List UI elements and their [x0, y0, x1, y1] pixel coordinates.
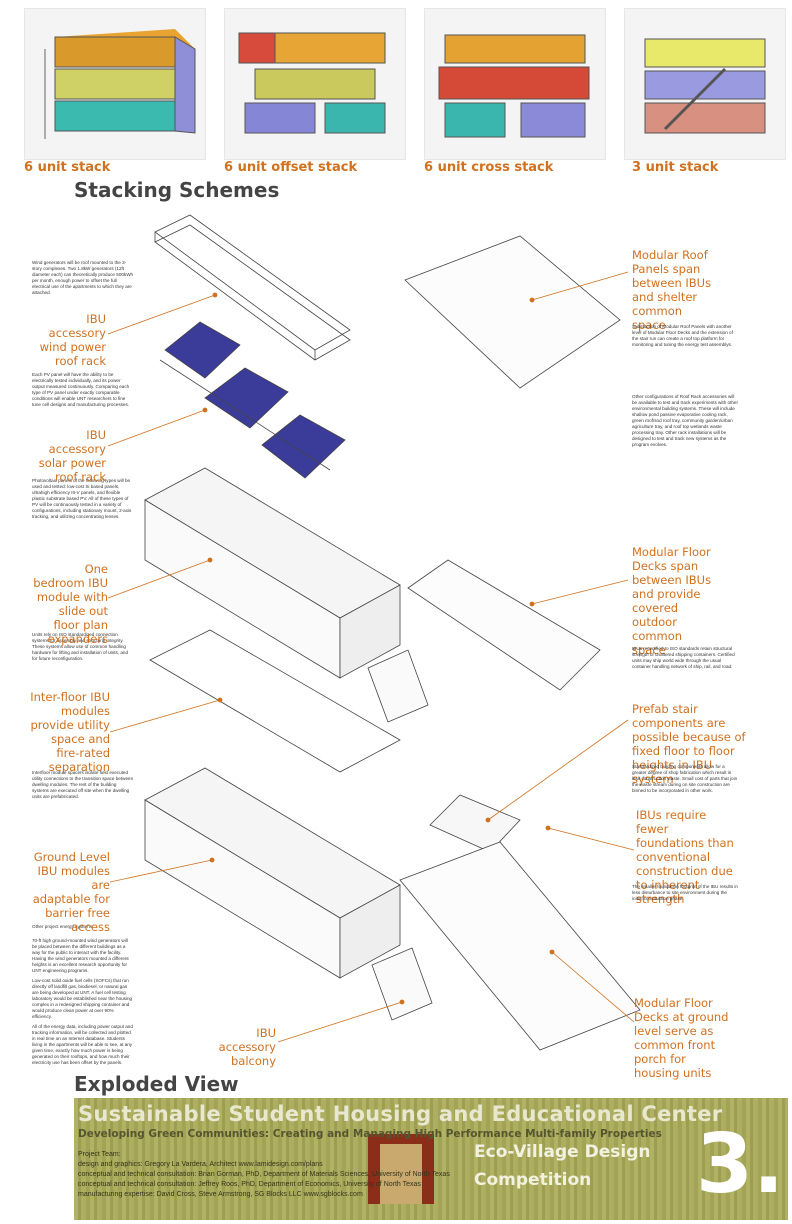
note-iso: Units rely on ISO standardized connectio… — [32, 632, 129, 661]
competition-line-1: Eco-Village Design — [474, 1142, 651, 1162]
stack-label-6-unit-offset: 6 unit offset stack — [224, 160, 358, 175]
callout-one-bedroom: One bedroom IBU module with slide out fl… — [33, 562, 108, 646]
note-energy-2: Low-cost solid oxide fuel cells (SOFCs) … — [32, 978, 133, 1019]
stack-image-6-unit-offset — [224, 8, 406, 160]
note-roof: Substitution of Modular Roof Panels with… — [632, 324, 733, 347]
callout-floor-decks: Modular Floor Decks span between IBUs an… — [632, 545, 712, 657]
callout-ground-level: Ground Level IBU modules are adaptable f… — [32, 850, 110, 934]
note-pv-types: Photovoltaic panels of the following typ… — [32, 478, 132, 519]
note-stairs: Standardized building components allow f… — [632, 764, 738, 793]
door-graphic — [368, 1134, 434, 1204]
sheet-number: 3. — [696, 1117, 785, 1212]
footer-credit: manufacturing expertise: David Cross, St… — [78, 1191, 363, 1198]
note-wind: Wind generators will be roof mounted to … — [32, 260, 134, 295]
callout-interfloor: Inter-floor IBU modules provide utility … — [30, 690, 110, 774]
footer-subtitle: Developing Green Communities: Creating a… — [78, 1128, 662, 1140]
footer-team-label: Project Team: — [78, 1151, 121, 1158]
callout-balcony: IBU accessory balcony — [218, 1026, 276, 1068]
note-pv: Each PV panel will have the ability to b… — [32, 372, 130, 407]
stack-image-3-unit — [624, 8, 786, 160]
stack-label-6-unit-cross: 6 unit cross stack — [424, 160, 554, 175]
footer-credit: conceptual and technical consultation: B… — [78, 1171, 450, 1178]
callout-foundations: IBUs require fewer foundations than conv… — [636, 808, 734, 906]
note-interfloor: Interfloor module spacers isolate field … — [32, 770, 134, 799]
stack-label-3-unit: 3 unit stack — [632, 160, 719, 175]
footer-title: Sustainable Student Housing and Educatio… — [78, 1102, 723, 1126]
competition-line-2: Competition — [474, 1170, 592, 1190]
footer-banner: Sustainable Student Housing and Educatio… — [74, 1098, 788, 1220]
stacking-title: Stacking Schemes — [74, 178, 280, 202]
callout-prefab-stair: Prefab stair components are possible bec… — [632, 702, 746, 786]
note-energy-title: Other project energy systems: — [32, 924, 94, 929]
stack-image-6-unit-cross — [424, 8, 606, 160]
note-foundation: The smaller foundation footprint of the … — [632, 884, 738, 901]
note-energy-1: 70-ft high ground-mounted wind generator… — [32, 938, 129, 973]
callout-wind-rack: IBU accessory wind power roof rack — [39, 312, 106, 368]
callout-roof-panels: Modular Roof Panels span between IBUs an… — [632, 248, 712, 332]
callout-ground-decks: Modular Floor Decks at ground level serv… — [634, 996, 729, 1080]
stack-image-6-unit — [24, 8, 206, 160]
callout-solar-rack: IBU accessory solar power roof rack — [38, 428, 106, 484]
note-roofrack: Other configurations of Roof Rack access… — [632, 394, 738, 447]
note-ibus: IBUs recertified to ISO standards retain… — [632, 646, 735, 669]
stack-label-6-unit: 6 unit stack — [24, 160, 111, 175]
footer-credit: conceptual and technical consultation: J… — [78, 1181, 421, 1188]
footer-credit: design and graphics: Gregory La Vardera,… — [78, 1161, 323, 1168]
note-energy-3: All of the energy data, including power … — [32, 1024, 133, 1065]
exploded-title: Exploded View — [74, 1072, 239, 1096]
